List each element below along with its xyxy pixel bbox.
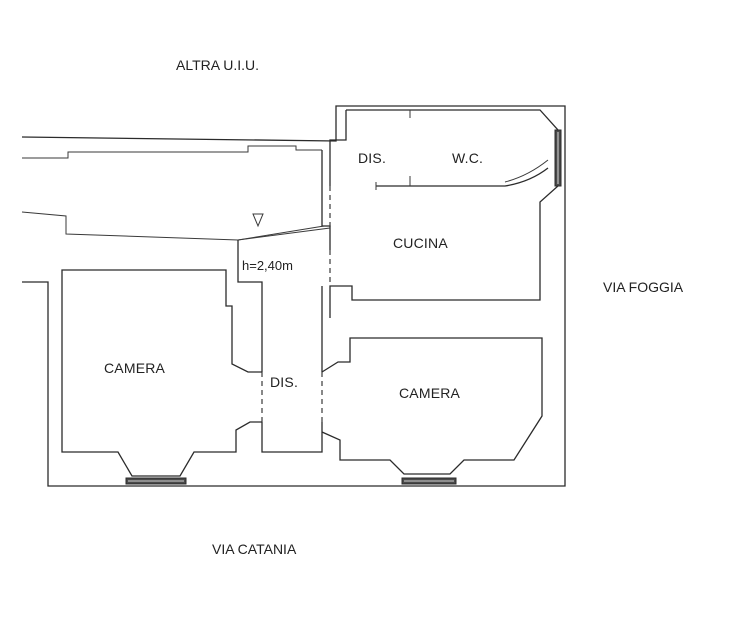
wc-block-outline xyxy=(329,109,559,318)
window-camera-left xyxy=(125,477,187,485)
upper-strip-bottom xyxy=(21,211,325,241)
outer-wall-right-unit xyxy=(22,105,566,487)
outer-wall-top-left xyxy=(21,105,342,142)
camera-left-walls xyxy=(61,269,262,477)
wc-block xyxy=(329,109,559,318)
label-camera-left: CAMERA xyxy=(104,360,166,376)
window-camera-right xyxy=(401,477,457,485)
label-height: h=2,40m xyxy=(242,258,293,273)
window-wc xyxy=(554,129,562,187)
corridor-left-wall-lower xyxy=(261,422,323,453)
label-via-catania: VIA CATANIA xyxy=(212,541,297,557)
corridor-left-wall xyxy=(237,240,263,372)
camera-right-outline xyxy=(321,337,543,475)
wc-partition xyxy=(376,167,549,187)
wc-door-arc xyxy=(504,159,549,183)
label-cucina: CUCINA xyxy=(393,235,448,251)
label-dis-center: DIS. xyxy=(270,374,298,390)
outer-walls xyxy=(21,105,566,487)
camera-left-outline xyxy=(61,269,262,477)
upper-strip-top xyxy=(22,145,322,159)
upper-strip-walls xyxy=(21,145,331,250)
label-via-foggia: VIA FOGGIA xyxy=(603,279,684,295)
corridor-walls xyxy=(237,240,331,453)
camera-right-walls xyxy=(321,337,543,475)
label-dis-top: DIS. xyxy=(358,150,386,166)
label-wc: W.C. xyxy=(452,150,483,166)
label-camera-right: CAMERA xyxy=(399,385,461,401)
level-triangle-icon xyxy=(252,213,264,228)
corridor-slope xyxy=(237,227,331,241)
label-altra-uiu: ALTRA U.I.U. xyxy=(176,57,259,73)
corridor-right-wall-top xyxy=(321,150,331,250)
